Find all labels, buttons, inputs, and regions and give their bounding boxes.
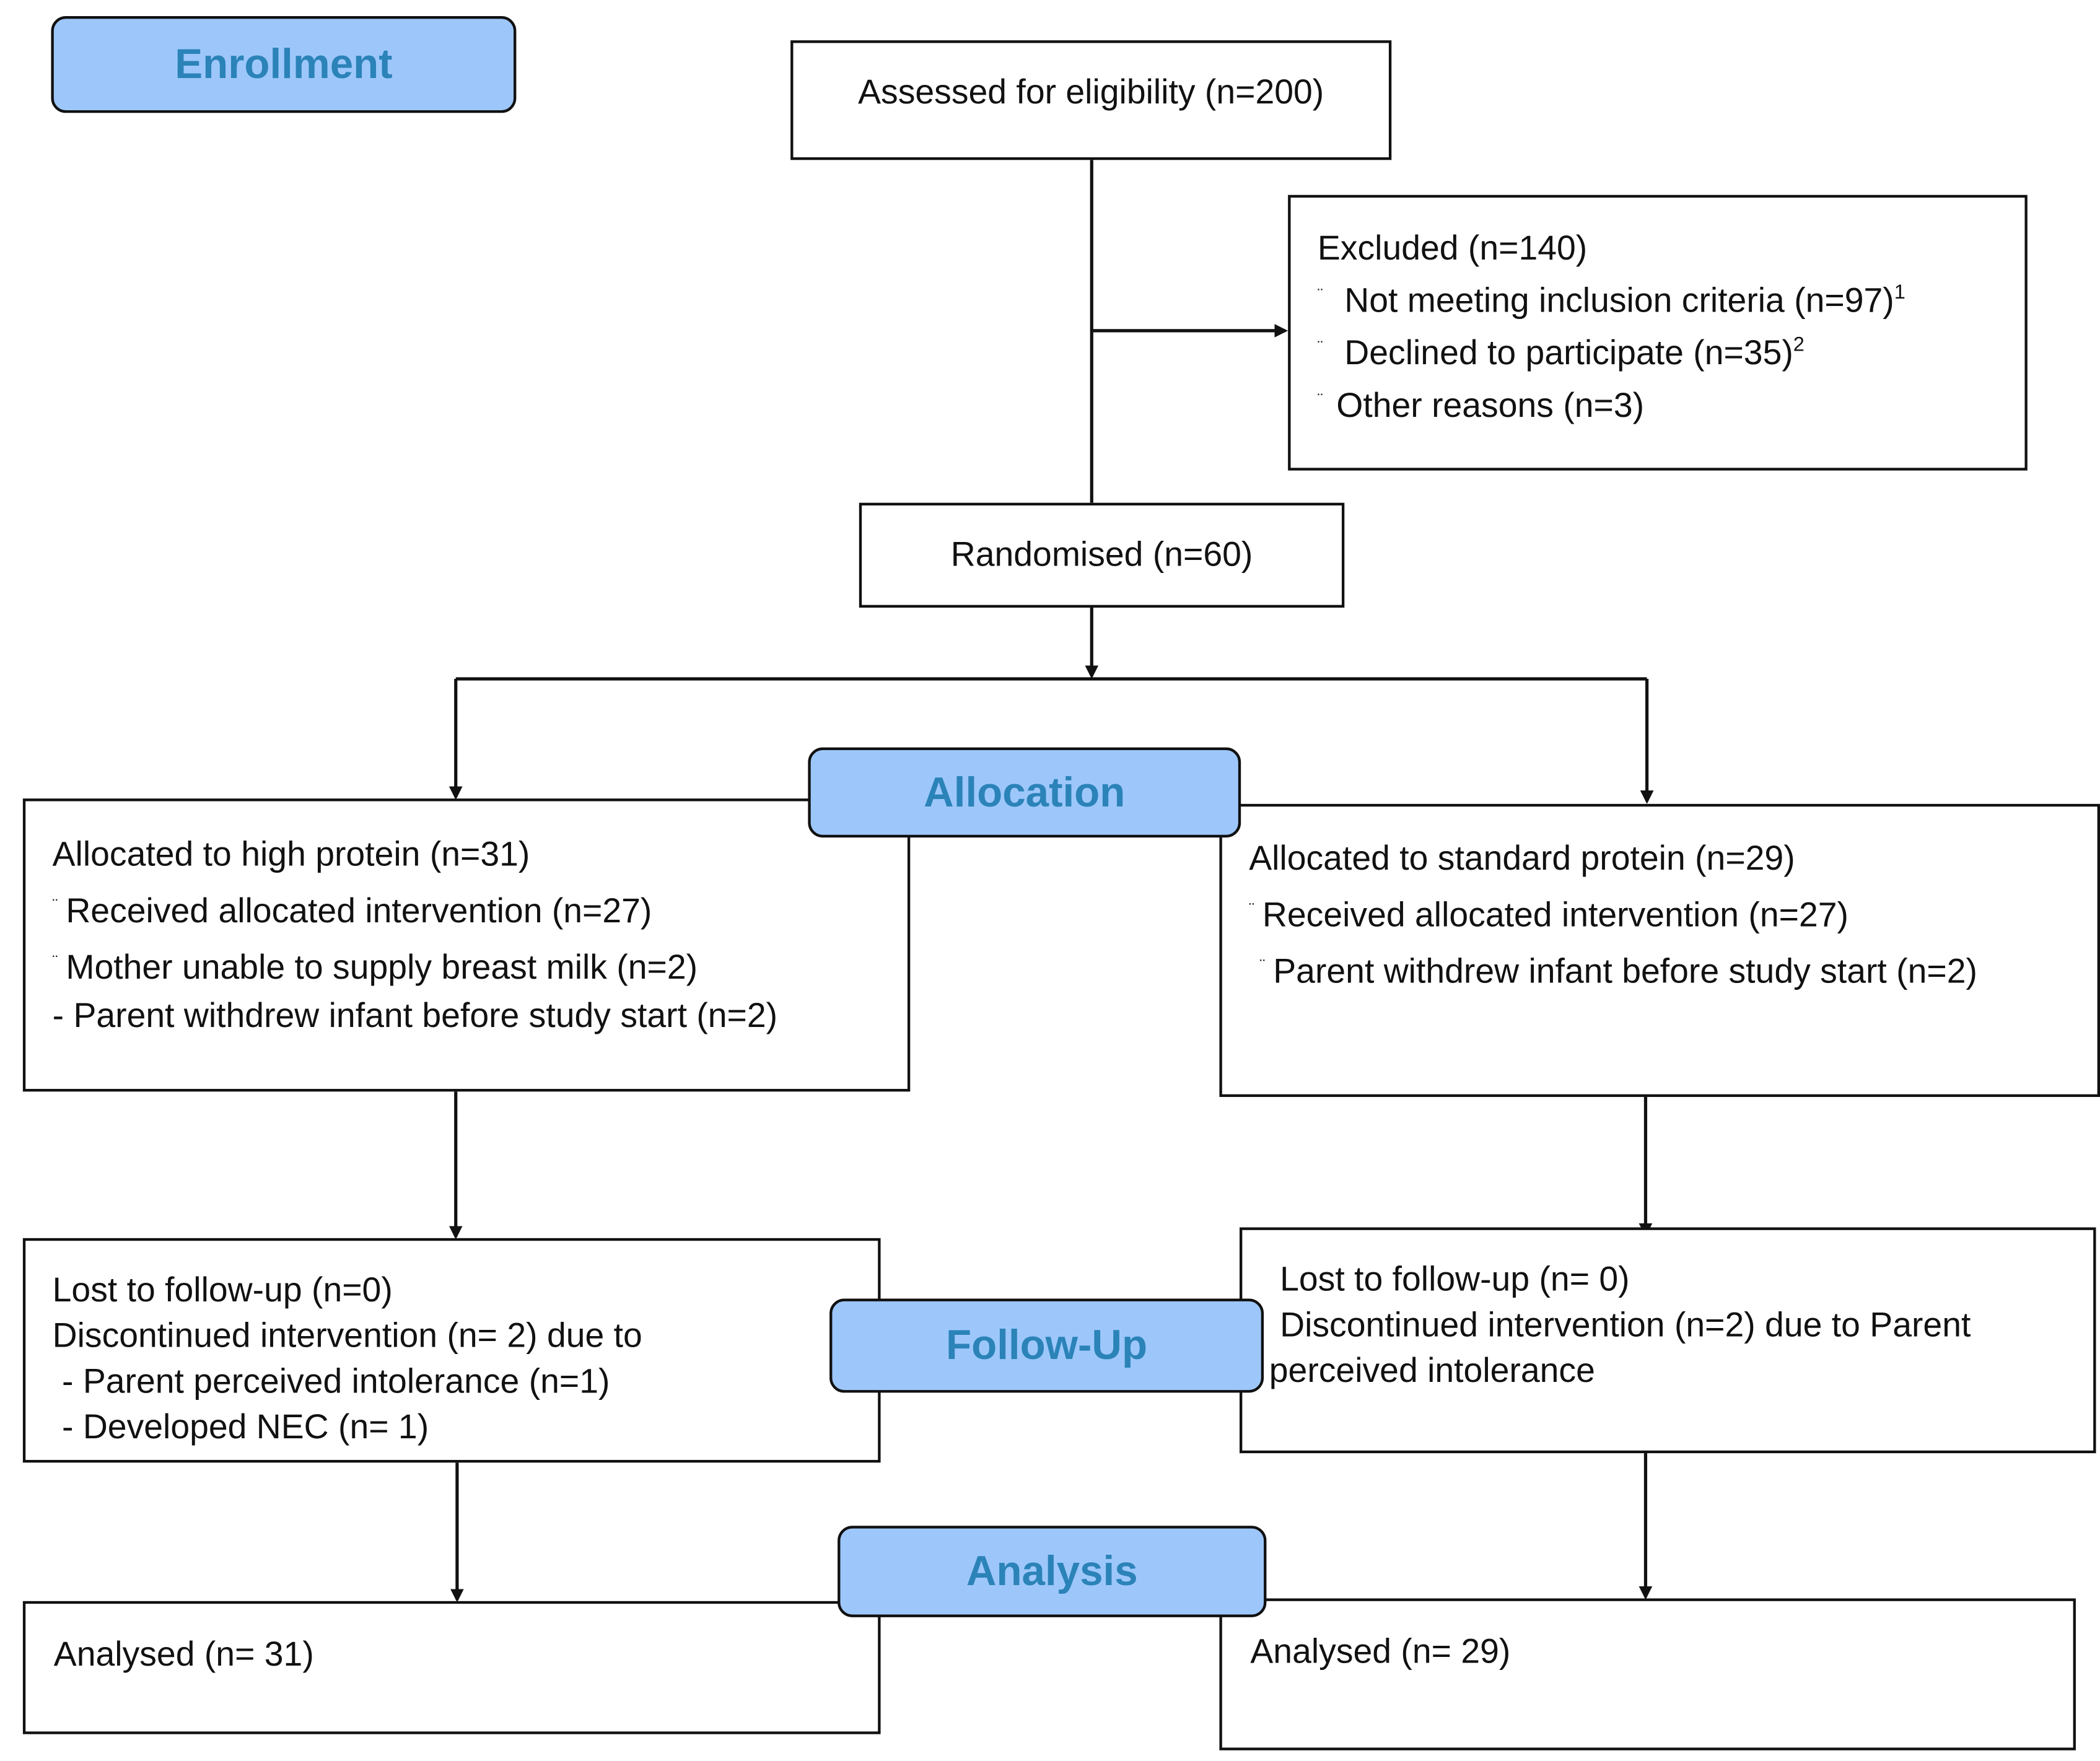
phase-label-analysis: Analysis — [838, 1526, 1267, 1617]
followup-left-line: - Developed NEC (n= 1) — [52, 1409, 429, 1447]
analysis-right-box: Analysed (n= 29) — [1219, 1598, 2076, 1750]
allocation-right-title: Allocated to standard protein (n=29) — [1249, 840, 1795, 878]
excluded-box: Excluded (n=140) ¨Not meeting inclusion … — [1288, 194, 2028, 471]
analysis-left-text: Analysed (n= 31) — [53, 1636, 314, 1674]
bullet-marker: ¨ — [1249, 899, 1254, 919]
allocation-right-line: ¨Parent withdrew infant before study sta… — [1260, 941, 1977, 997]
bullet-marker: ¨ — [1317, 285, 1323, 304]
assessed-box: Assessed for eligibility (n=200) — [790, 40, 1392, 160]
bullet-marker: ¨ — [1317, 337, 1323, 357]
followup-left-box: Lost to follow-up (n=0) Discontinued int… — [22, 1238, 881, 1463]
excluded-item: ¨Other reasons (n=3) — [1318, 377, 1905, 429]
allocation-left-line: ¨Mother unable to supply breast milk (n=… — [53, 937, 777, 994]
assessed-text: Assessed for eligibility (n=200) — [858, 74, 1324, 112]
bullet-marker: ¨ — [52, 951, 58, 971]
excluded-title: Excluded (n=140) — [1317, 230, 1588, 268]
excluded-item: ¨Declined to participate (n=35)2 — [1318, 324, 1905, 377]
allocation-left-box: Allocated to high protein (n=31) ¨Receiv… — [22, 798, 911, 1092]
followup-left-line: Discontinued intervention (n= 2) due to — [52, 1317, 642, 1355]
followup-right-line: Lost to follow-up (n= 0) — [1280, 1261, 1630, 1299]
allocation-right-line: ¨Received allocated intervention (n=27) — [1249, 885, 1977, 941]
allocation-left-title: Allocated to high protein (n=31) — [52, 836, 530, 874]
bullet-marker: ¨ — [52, 895, 58, 914]
randomised-text: Randomised (n=60) — [950, 536, 1253, 574]
followup-left-line: Lost to follow-up (n=0) — [52, 1272, 393, 1309]
phase-allocation-text: Allocation — [924, 768, 1126, 816]
bullet-marker: ¨ — [1317, 390, 1323, 409]
followup-left-line: - Parent perceived intolerance (n=1) — [52, 1363, 610, 1401]
allocation-left-line: - Parent withdrew infant before study st… — [52, 997, 778, 1036]
footnote-marker: 1 — [1894, 281, 1905, 304]
phase-label-follow-up: Follow-Up — [829, 1298, 1264, 1393]
footnote-marker: 2 — [1793, 333, 1805, 357]
randomised-box: Randomised (n=60) — [859, 502, 1345, 608]
phase-label-allocation: Allocation — [808, 747, 1241, 838]
phase-analysis-text: Analysis — [966, 1547, 1138, 1594]
followup-right-box: Lost to follow-up (n= 0) Discontinued in… — [1240, 1227, 2096, 1454]
analysis-left-box: Analysed (n= 31) — [22, 1601, 881, 1734]
phase-enrollment-text: Enrollment — [175, 40, 393, 88]
followup-right-line: perceived intolerance — [1269, 1352, 1595, 1391]
excluded-item: ¨Not meeting inclusion criteria (n=97)1 — [1318, 271, 1905, 324]
followup-right-line: Discontinued intervention (n=2) due to P… — [1280, 1306, 1971, 1345]
bullet-marker: ¨ — [1259, 956, 1266, 975]
allocation-right-box: Allocated to standard protein (n=29) ¨Re… — [1219, 803, 2100, 1097]
allocation-left-line: ¨Received allocated intervention (n=27) — [53, 881, 777, 937]
analysis-right-text: Analysed (n= 29) — [1250, 1633, 1511, 1671]
phase-label-enrollment: Enrollment — [51, 16, 517, 113]
phase-follow-up-text: Follow-Up — [946, 1321, 1148, 1369]
